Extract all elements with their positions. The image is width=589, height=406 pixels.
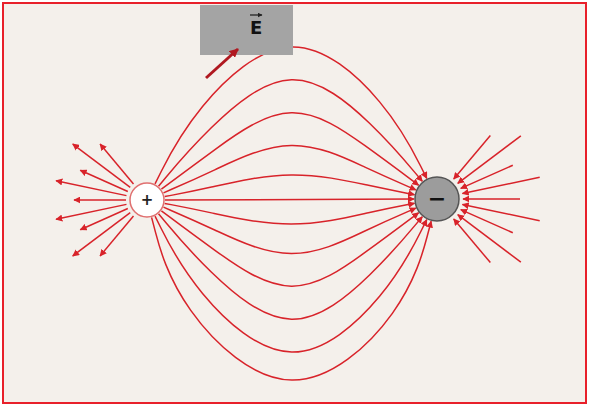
vector-arrow-mark <box>200 5 293 55</box>
field-line <box>462 177 539 193</box>
field-line <box>165 199 414 200</box>
field-line <box>152 217 432 380</box>
charge-circle: − <box>414 176 460 222</box>
field-line <box>458 215 521 263</box>
field-line <box>461 210 513 233</box>
outer-field-lines <box>56 135 540 262</box>
field-line <box>56 181 126 196</box>
charge-sign: − <box>428 188 446 210</box>
field-line <box>159 214 423 319</box>
field-line <box>73 213 131 256</box>
field-line <box>164 207 416 253</box>
charge-circle: + <box>129 182 165 218</box>
field-line <box>165 175 415 197</box>
field-line <box>100 144 133 184</box>
field-line <box>159 80 423 186</box>
vector-symbol: E <box>250 19 262 37</box>
field-line <box>463 198 520 200</box>
field-line <box>73 144 131 187</box>
field-line <box>56 204 126 219</box>
field-line <box>155 216 427 352</box>
field-line <box>80 209 128 230</box>
field-line <box>164 145 416 192</box>
field-line <box>161 113 418 189</box>
field-line <box>165 203 415 224</box>
field-line <box>462 204 539 220</box>
vector-label-box: E <box>200 5 293 55</box>
field-line <box>74 199 126 201</box>
charge-sign: + <box>141 193 154 208</box>
field-line <box>161 211 418 286</box>
field-line <box>454 219 491 263</box>
